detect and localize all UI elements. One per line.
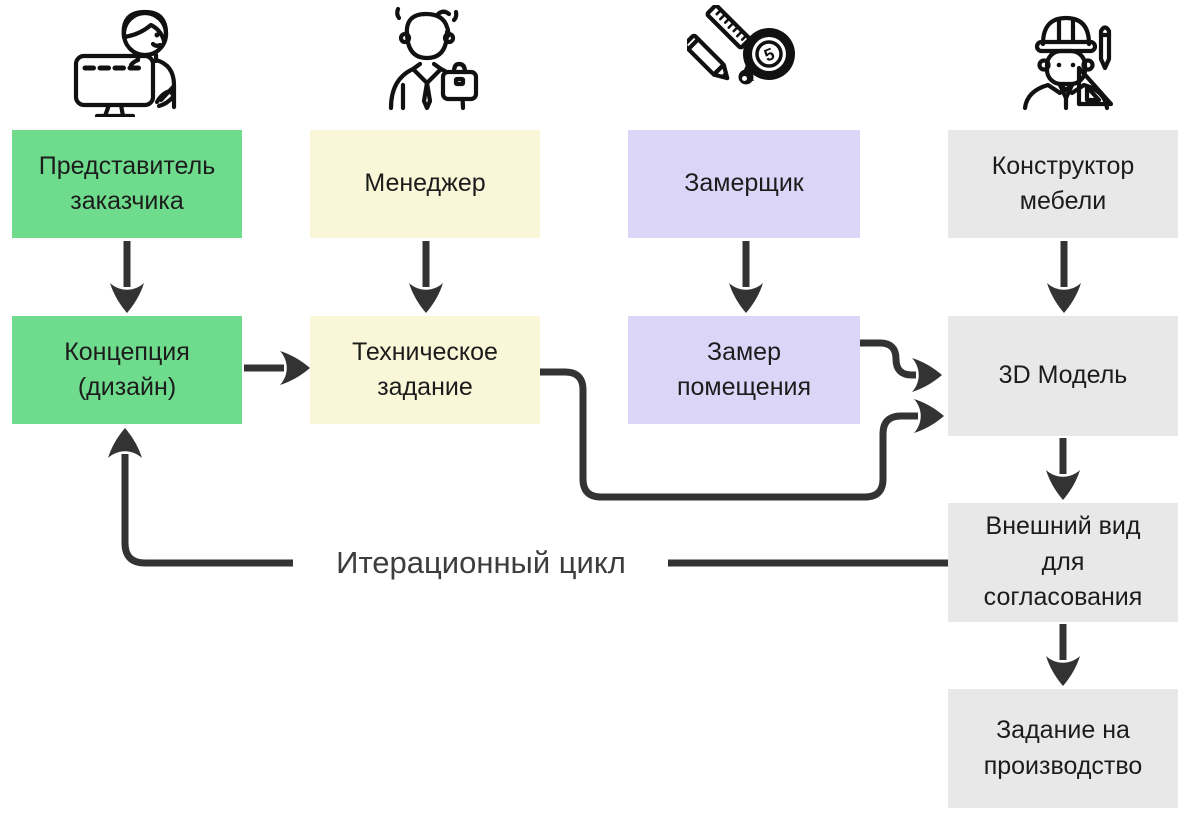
arrow-room-measurement-to-3d-model [860,339,942,392]
step-box-concept-design: Концепция (дизайн) [12,316,242,424]
furniture-engineer-icon [1002,2,1126,120]
role-label-manager: Менеджер [364,169,486,198]
step-box-production-task: Задание на производство [948,689,1178,808]
customer-at-computer-icon [65,2,189,120]
step-label-technical-task: Техническое задание [352,337,498,402]
step-label-appearance-approval: Внешний вид для согласования [983,512,1143,612]
role-label-customer: Представитель заказчика [38,151,216,216]
role-box-furniture-engineer: Конструктор мебели [948,130,1178,238]
role-box-manager: Менеджер [310,130,540,238]
role-label-furniture-engineer: Конструктор мебели [991,151,1135,216]
manager-briefcase-icon [364,2,488,120]
iteration-cycle-label: Итерационный цикл [336,545,626,580]
step-box-appearance-approval: Внешний вид для согласования [948,503,1178,622]
role-box-customer-representative: Представитель заказчика [12,130,242,238]
step-label-production-task: Задание на производство [983,716,1143,780]
step-box-technical-task: Техническое задание [310,316,540,424]
step-label-room-measurement: Замер помещения [676,337,812,402]
step-box-3d-model: 3D Модель [948,316,1178,436]
step-label-concept-design: Концепция (дизайн) [64,337,190,402]
step-label-3d-model: 3D Модель [998,361,1128,390]
role-box-measurer: Замерщик [628,130,860,238]
role-label-measurer: Замерщик [684,169,804,198]
measuring-tools-icon: 5 [684,2,808,120]
arrow-technical-task-to-3d-model [540,368,944,501]
iteration-line-left-segment-arrow [108,428,293,567]
step-box-room-measurement: Замер помещения [628,316,860,424]
